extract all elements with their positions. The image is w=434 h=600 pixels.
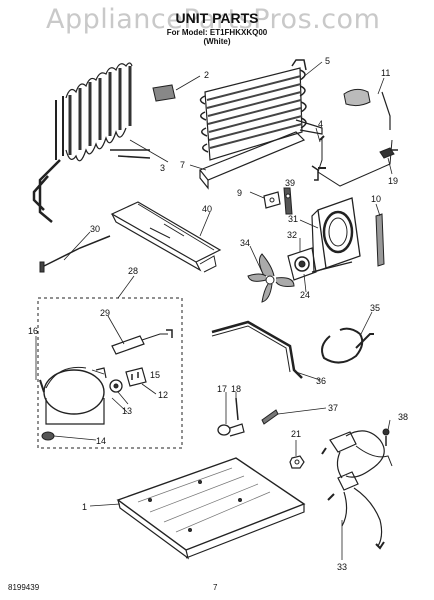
callout-7: 7 — [180, 160, 185, 170]
callout-17: 17 — [217, 384, 227, 394]
callout-3: 3 — [160, 163, 165, 173]
heater-rod — [375, 213, 385, 267]
callout-11: 11 — [381, 68, 390, 78]
callout-31: 31 — [288, 214, 298, 224]
callout-29: 29 — [100, 308, 110, 318]
part-number-callouts: 2 5 11 4 7 3 19 9 39 10 40 30 31 32 34 2… — [28, 56, 408, 572]
drain-pan — [110, 201, 222, 273]
callout-37: 37 — [328, 403, 338, 413]
power-cord — [39, 235, 111, 273]
callout-35: 35 — [370, 303, 380, 313]
callout-1: 1 — [82, 502, 87, 512]
base-pan — [116, 457, 306, 560]
defrost-heater-wire — [311, 135, 393, 187]
callout-9: 9 — [237, 188, 242, 198]
run-capacitor — [111, 329, 173, 355]
mounting-clip — [263, 191, 281, 209]
connector-plug — [379, 147, 398, 159]
page-number: 7 — [213, 583, 218, 592]
callout-39: 39 — [285, 178, 295, 188]
drain-tube — [211, 320, 303, 379]
thermostat-cap — [343, 88, 391, 130]
hex-nut — [289, 455, 305, 469]
callout-15: 15 — [150, 370, 160, 380]
condenser-coil — [32, 62, 151, 223]
fan-shroud — [311, 197, 361, 273]
compressor-group-box — [37, 297, 183, 449]
callout-34: 34 — [240, 238, 250, 248]
insulation-pad — [152, 84, 176, 102]
document-number: 8199439 — [8, 583, 40, 592]
callout-14: 14 — [96, 436, 106, 446]
callout-32: 32 — [287, 230, 297, 240]
callout-13: 13 — [122, 406, 132, 416]
wiring-harness — [321, 430, 393, 550]
watermark-logo: AppliancePartsPros.com — [46, 4, 381, 35]
valve-fitting — [217, 397, 245, 437]
overload-protector — [109, 379, 123, 393]
callout-2: 2 — [204, 70, 209, 80]
model-line: For Model: ET1FHKXKQ00 — [166, 28, 268, 37]
page-title: UNIT PARTS — [175, 10, 259, 26]
callout-19: 19 — [388, 176, 398, 186]
callout-28: 28 — [128, 266, 138, 276]
wire-loop-tube — [321, 327, 374, 364]
compressor — [39, 366, 107, 425]
leader-lines — [35, 61, 393, 560]
callout-12: 12 — [158, 390, 168, 400]
callout-36: 36 — [316, 376, 326, 386]
callout-33: 33 — [337, 562, 347, 572]
callout-38: 38 — [398, 412, 408, 422]
fan-motor — [287, 247, 317, 281]
callout-18: 18 — [231, 384, 241, 394]
fan-blade — [247, 253, 295, 303]
callout-21: 21 — [291, 429, 301, 439]
callout-10: 10 — [371, 194, 381, 204]
motor-bracket — [283, 187, 293, 215]
callout-5: 5 — [325, 56, 330, 66]
screw — [382, 428, 390, 446]
grommet — [41, 431, 55, 441]
callout-40: 40 — [202, 204, 212, 214]
evaporator-coil — [199, 59, 307, 161]
color-line: (White) — [203, 37, 231, 46]
callout-24: 24 — [300, 290, 310, 300]
callout-30: 30 — [90, 224, 100, 234]
callout-16: 16 — [28, 326, 38, 336]
callout-4: 4 — [318, 119, 323, 129]
start-relay — [125, 367, 147, 387]
drain-trough — [199, 119, 323, 190]
drain-pin — [261, 409, 279, 425]
